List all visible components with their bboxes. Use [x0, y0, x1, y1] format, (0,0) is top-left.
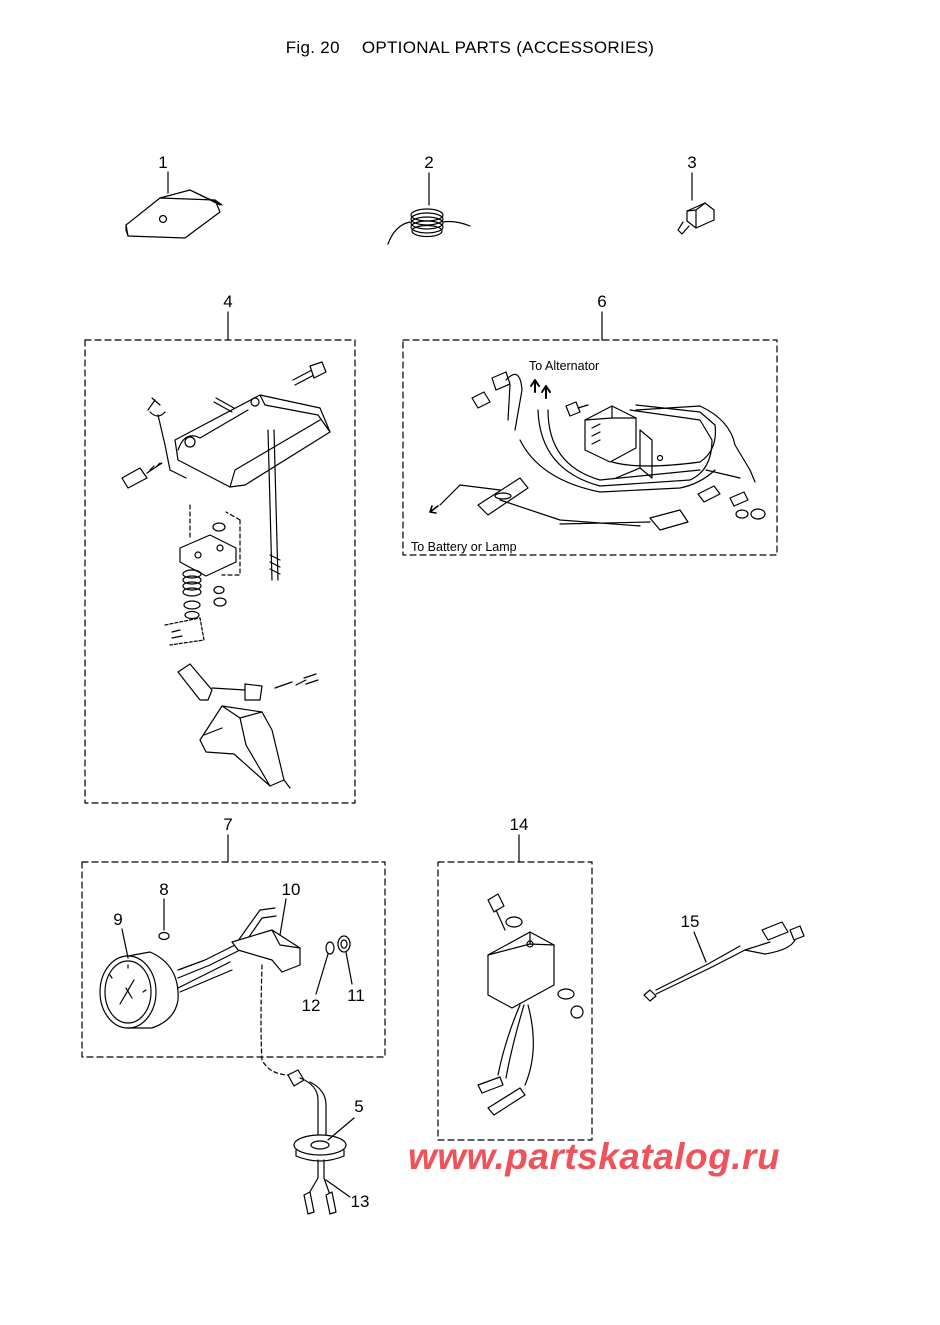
callout-13: 13	[351, 1192, 370, 1211]
part-2-coil-cord	[387, 208, 471, 245]
leader-13	[325, 1179, 351, 1198]
callout-12: 12	[302, 996, 321, 1015]
callout-11: 11	[347, 986, 365, 1005]
part-4-assembly	[121, 361, 331, 789]
part-6-harness	[429, 371, 766, 531]
callout-1: 1	[158, 153, 167, 172]
leader-15	[693, 931, 707, 963]
part-14-unit	[477, 893, 584, 1116]
callout-4: 4	[223, 292, 232, 311]
watermark-text: www.partskatalog.ru	[408, 1136, 781, 1177]
callout-5: 5	[354, 1097, 363, 1116]
leader-11	[345, 951, 353, 985]
part-5-grommet-cable	[287, 1069, 347, 1215]
box-part-7	[81, 861, 386, 1058]
callout-14: 14	[510, 815, 529, 834]
part-3-fitting	[677, 202, 715, 235]
callout-2: 2	[424, 153, 433, 172]
part-15-lead	[643, 921, 805, 1002]
note-to-battery: To Battery or Lamp	[411, 540, 517, 554]
box-part-6	[402, 339, 778, 556]
callout-8: 8	[159, 880, 168, 899]
callout-7: 7	[223, 815, 232, 834]
figure-title: Fig. 20 OPTIONAL PARTS (ACCESSORIES)	[0, 38, 940, 58]
leader-5	[327, 1117, 355, 1141]
leader-9	[121, 928, 129, 959]
fig-title-text: OPTIONAL PARTS (ACCESSORIES)	[361, 38, 655, 57]
part-7-meter-kit	[99, 907, 351, 1076]
fig-label: Fig. 20	[285, 38, 340, 57]
callout-15: 15	[681, 912, 700, 931]
part-1-pouch	[125, 189, 223, 239]
callout-3: 3	[687, 153, 696, 172]
callout-10: 10	[282, 880, 301, 899]
note-to-alternator: To Alternator	[529, 359, 599, 373]
leader-12	[315, 953, 329, 995]
box-part-14	[437, 861, 593, 1141]
callout-6: 6	[597, 292, 606, 311]
callout-9: 9	[113, 910, 122, 929]
leader-10	[279, 898, 287, 936]
box-part-4	[84, 339, 356, 804]
